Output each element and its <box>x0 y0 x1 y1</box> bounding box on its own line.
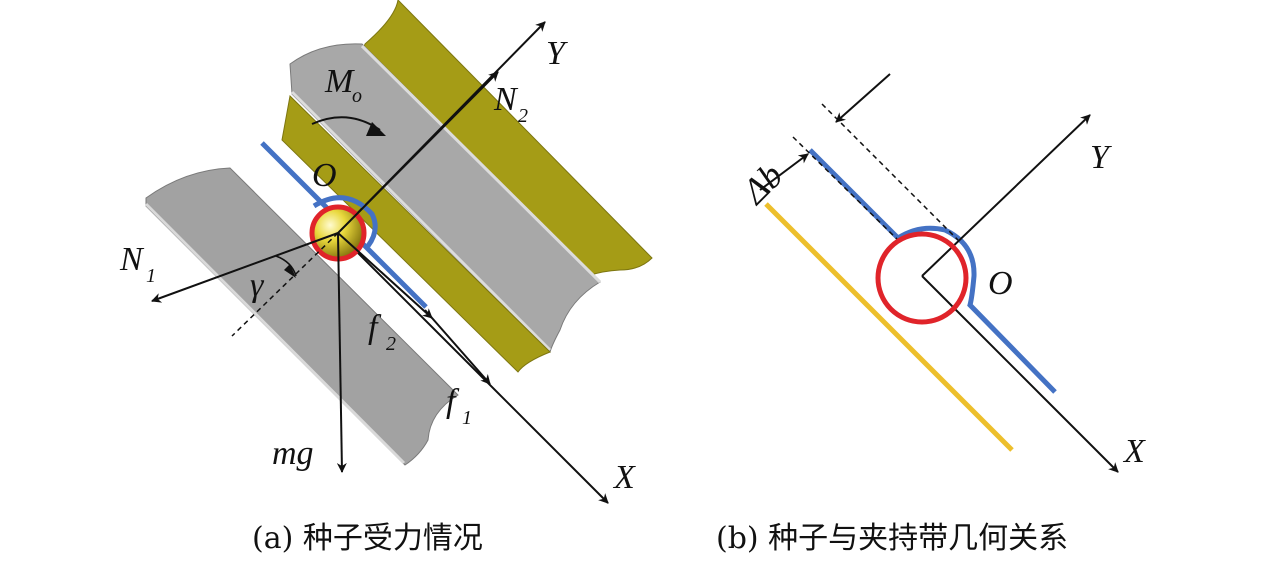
label-n1-sub: 1 <box>146 265 156 287</box>
upper-belt-olive-inner <box>281 94 551 373</box>
force-f2 <box>337 232 433 319</box>
axis-x-a <box>337 232 609 504</box>
label-x-b: X <box>1122 433 1146 470</box>
force-f1 <box>424 309 491 385</box>
seed-outline-b <box>875 231 969 325</box>
yellow-belt-line <box>764 202 1014 452</box>
label-x-a: X <box>612 459 636 496</box>
blue-belt-line <box>808 148 1057 394</box>
dashed-offset-line-2 <box>792 136 899 241</box>
label-m: M <box>324 63 355 100</box>
upper-belt-gray <box>289 43 601 353</box>
label-mg: mg <box>272 435 314 472</box>
label-gamma: γ <box>250 267 265 304</box>
moment-arrowhead <box>366 122 386 136</box>
seed-blue-contact <box>312 195 378 248</box>
label-n2-sub: 2 <box>518 105 528 127</box>
panel-a: Y X M o N 2 N 1 O γ f 2 f 1 mg <box>119 0 653 504</box>
dashed-reference-a <box>231 232 339 337</box>
label-n1: N <box>119 241 145 278</box>
label-f1-sub: 1 <box>462 407 472 429</box>
delta-b-dim-lower <box>759 153 809 191</box>
gamma-arc <box>275 255 297 277</box>
label-f2-sub: 2 <box>386 333 396 355</box>
axis-y-b <box>921 114 1091 277</box>
force-n2 <box>337 71 499 234</box>
force-mg <box>336 232 347 473</box>
dashed-offset-line <box>821 103 959 241</box>
upper-belt-edge-1 <box>360 44 602 284</box>
label-n2: N <box>493 81 519 118</box>
force-n1 <box>151 232 339 303</box>
label-y-b: Y <box>1090 139 1112 176</box>
label-f1: f <box>446 383 460 420</box>
upper-belt-edge-2 <box>290 90 552 352</box>
panel-b: Y X O Δb <box>733 73 1146 473</box>
label-y-a: Y <box>546 35 568 72</box>
lower-belt-gray <box>145 167 459 466</box>
caption-a: (a) 种子受力情况 <box>252 521 483 556</box>
label-o-a: O <box>312 157 337 194</box>
label-delta-b: Δb <box>733 155 790 212</box>
gamma-arrow <box>284 264 296 278</box>
delta-b-dim-upper <box>835 73 891 123</box>
label-m-sub: o <box>352 85 362 107</box>
lower-belt-edge <box>144 202 406 465</box>
axis-x-b <box>921 275 1119 473</box>
caption-b: (b) 种子与夹持带几何关系 <box>716 521 1069 556</box>
label-o-b: O <box>988 265 1013 302</box>
